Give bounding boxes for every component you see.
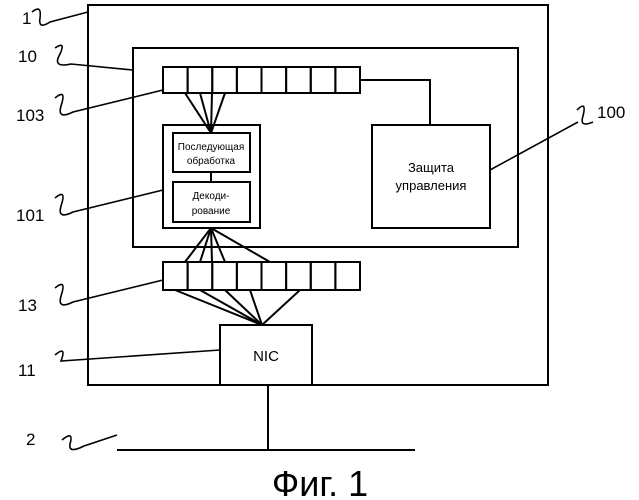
queue-cell [237,67,262,93]
queue-cell [335,67,360,93]
queue-cell [163,262,188,290]
system-box-1 [88,5,548,385]
connector-line [175,290,262,325]
nic-label: NIC [253,348,279,365]
label-1: 1 [22,9,31,28]
queue-cell [212,67,237,93]
queue-cell [188,67,213,93]
queue-cell [262,67,287,93]
queue-cell [335,262,360,290]
queue-cell [286,262,311,290]
control-protection-line1: Защита [408,160,455,175]
connector-line [211,228,270,262]
queue-cell [188,262,213,290]
connector-line [262,290,300,325]
decoding-line1: Декоди- [193,191,230,202]
connector-line [185,93,211,133]
connector-line [200,93,211,133]
label-103: 103 [16,106,44,125]
queue-cell [311,262,336,290]
connector-line [211,228,212,262]
queue-cell [212,262,237,290]
post-processing-line1: Последующая [178,142,244,153]
connector-line [185,228,211,262]
label-101: 101 [16,206,44,225]
control-protection-box [372,125,490,228]
queue-cell [286,67,311,93]
label-10: 10 [18,47,37,66]
control-protection-line2: управления [396,178,467,193]
queue-cell [311,67,336,93]
label-13: 13 [18,296,37,315]
post-processing-line2: обработка [187,155,236,167]
label-100: 100 [597,103,625,122]
queue-cell [163,67,188,93]
queue-103 [163,67,360,93]
label-11: 11 [18,361,36,380]
connector [360,80,430,125]
decoding-line2: рование [192,206,231,217]
connector-line [211,93,225,133]
connector-line [200,228,211,262]
queue-cell [237,262,262,290]
figure-caption: Фиг. 1 [272,463,368,500]
queue-cell [262,262,287,290]
queue-13 [163,262,360,290]
label-2: 2 [26,430,35,449]
connector-line [211,93,212,133]
